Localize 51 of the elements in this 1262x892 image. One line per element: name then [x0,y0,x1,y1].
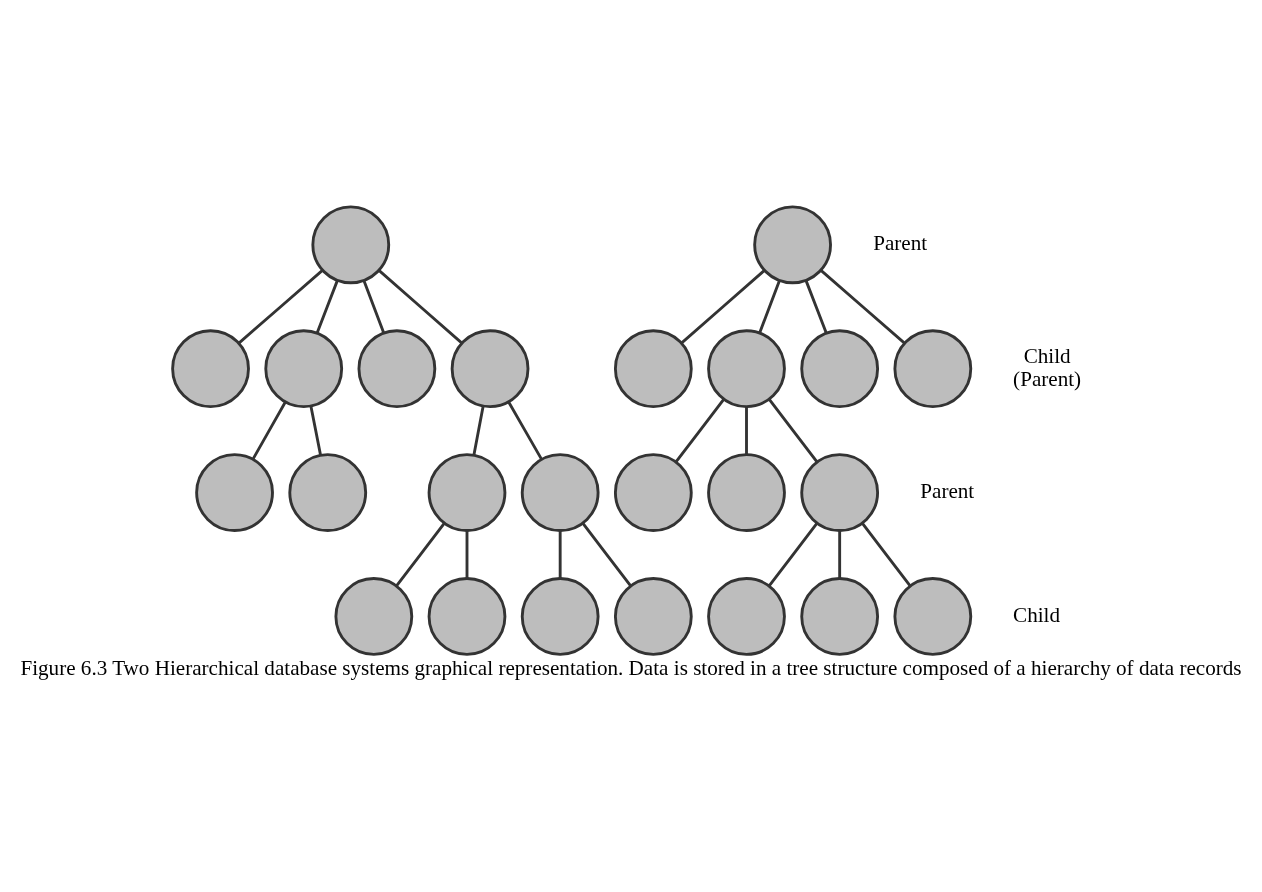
connector [861,522,912,587]
node-circle [707,329,786,409]
connector [465,530,469,579]
node-circle [707,453,786,532]
node-circle [357,329,437,409]
connector [768,522,818,587]
node-circle [288,453,368,532]
node-circle [893,329,973,409]
connector [237,269,324,345]
caption: Figure 6.3 Two Hierarchical database systems graphical representation. Data is stored in a tree structure composed of a hierarchy of data records [20,656,1242,681]
node-circle [800,577,880,656]
connector [472,405,485,456]
label: Parent [873,231,928,256]
connector [804,279,828,334]
node-circle [613,453,693,532]
node-circle [450,329,530,409]
connector [315,279,339,334]
connector [558,530,562,579]
label: Child [1013,602,1061,627]
node-circle [311,205,391,285]
node-circle [613,577,693,656]
connector [680,269,766,345]
node-circle [893,577,973,656]
node-circle [520,577,600,656]
connector [395,522,446,587]
connector [675,398,725,463]
node-circle [427,453,507,532]
connector [378,269,463,345]
connector [251,401,287,460]
node-circle [520,453,600,532]
node-circle [427,577,507,656]
node-circle [753,205,832,285]
node-circle [613,329,693,409]
node-circle [800,329,880,409]
connector [838,530,842,579]
connector [581,522,632,587]
connector [362,280,385,334]
node-circle [171,329,250,409]
label: Child (Parent) [1013,343,1082,391]
connector [768,398,818,463]
node-circle [707,577,786,656]
node-circle [264,329,344,409]
connector [758,280,781,334]
connector [820,269,906,345]
node-circle [800,453,880,532]
label: Parent [920,478,975,503]
connector [309,405,322,456]
node-circle [334,577,414,656]
connector [507,401,543,460]
connector [745,406,748,455]
node-circle [195,453,274,532]
